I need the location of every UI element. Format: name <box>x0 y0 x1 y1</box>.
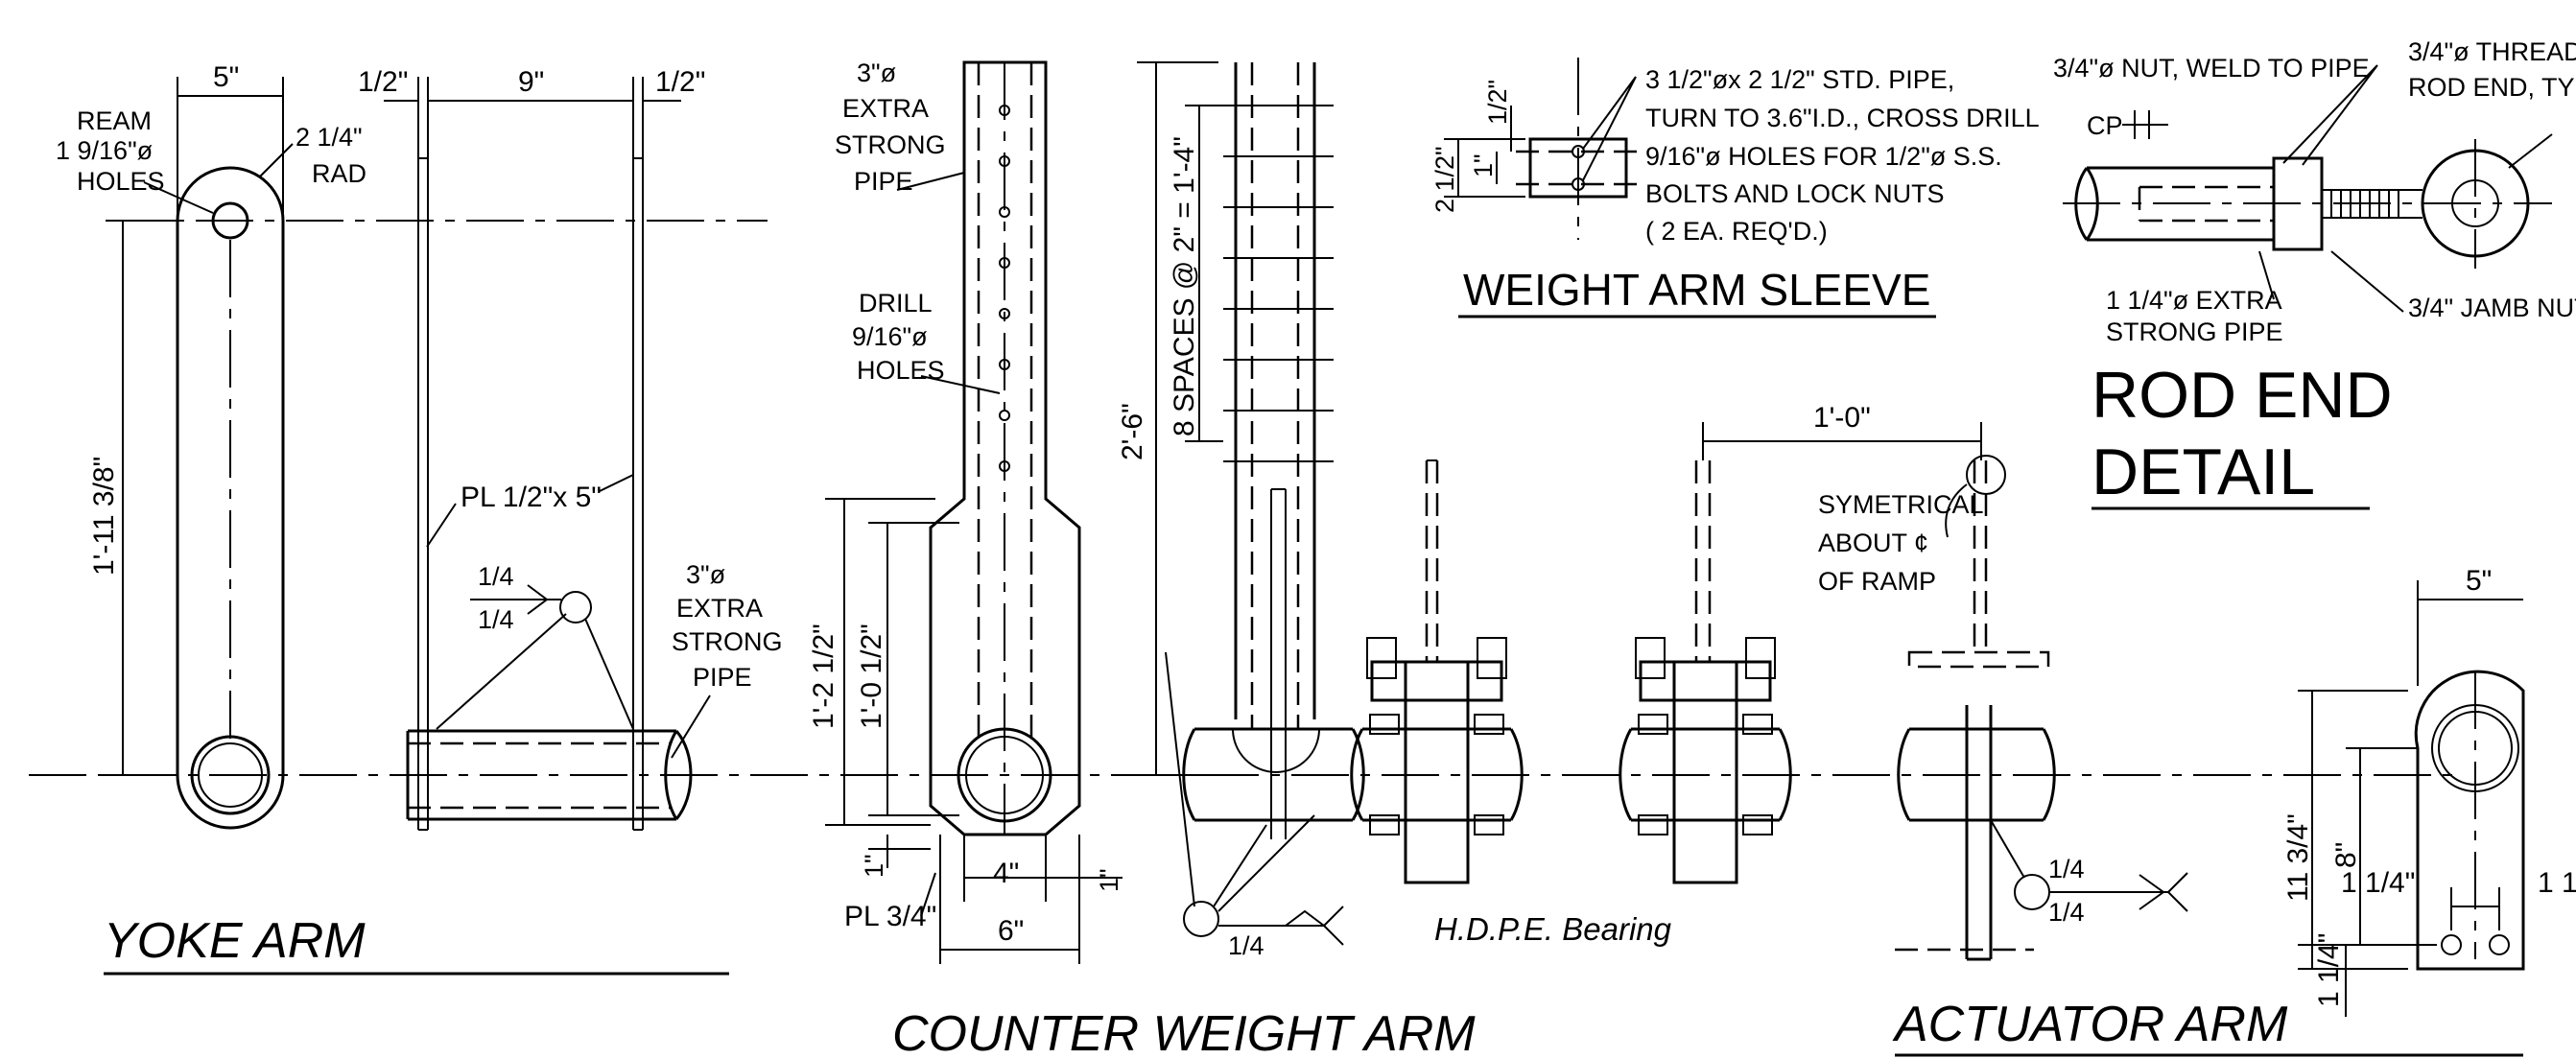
bearing-label: H.D.P.E. Bearing <box>1434 911 1672 947</box>
counter-pipe-label-2: EXTRA <box>842 94 929 123</box>
rod-end-title-1: ROD END <box>2092 359 2393 432</box>
rod-end-detail: CP 3/4"ø NUT, WELD TO PIPE 3/4"ø THREADE… <box>2053 37 2576 510</box>
yoke-half-left: 1/2" <box>358 66 408 98</box>
actuator-bar <box>1965 705 1993 961</box>
counter-drill-label-1: DRILL <box>859 289 933 318</box>
counter-spaces-label: 8 SPACES @ 2" = 1'-4" <box>1169 136 1200 436</box>
yoke-pipe-label-4: PIPE <box>693 663 752 692</box>
yoke-ream-label-1: REAM <box>77 106 152 135</box>
actuator-sym-3: OF RAMP <box>1818 567 1936 596</box>
yoke-rad-label-2: RAD <box>312 159 366 188</box>
yoke-ream-label-2: 1 9/16"ø <box>56 136 153 165</box>
sleeve-dim-2: 1" <box>1469 153 1498 177</box>
rod-end-pipe-1: 1 1/4"ø EXTRA <box>2106 286 2282 315</box>
counter-one-inch-right: 1" <box>1095 868 1123 892</box>
yoke-length-label: 1'-11 3/8" <box>88 457 120 576</box>
yoke-pipe-label-3: STRONG <box>672 627 783 656</box>
actuator-tee <box>1907 650 2050 669</box>
counter-drill-label-2: 9/16"ø <box>852 322 928 351</box>
yoke-pipe-label-2: EXTRA <box>676 594 763 623</box>
actuator-arm: 1'-0" SYMETRICAL ABOUT ¢ OF RAMP 1/4 1/4… <box>1702 402 2576 1057</box>
counter-pipe-label-4: PIPE <box>854 167 913 196</box>
yoke-arm: 5" REAM 1 9/16"ø HOLES 2 1/4" RAD 1'-11 … <box>56 61 783 976</box>
rod-end-thread-2: ROD END, TYP. <box>2408 73 2576 102</box>
sleeve-note-2: TURN TO 3.6"I.D., CROSS DRILL <box>1645 104 2040 132</box>
bearing-2-block <box>1639 660 1772 884</box>
yoke-half-right: 1/2" <box>655 66 705 98</box>
counter-one-inch: 1" <box>860 854 888 878</box>
actuator-plate <box>2414 670 2525 971</box>
actuator-height-low: 1 1/4" <box>2313 933 2345 1007</box>
counter-plate-label: PL 3/4" <box>844 901 936 932</box>
actuator-offset-1: 1 1/4" <box>2341 867 2415 899</box>
counter-total-height: 2'-6" <box>1117 403 1148 460</box>
counter-width-6: 6" <box>998 915 1024 947</box>
sleeve-note-4: BOLTS AND LOCK NUTS <box>1645 179 1945 208</box>
yoke-span-label: 9" <box>518 66 544 98</box>
weight-arm-sleeve: 2 1/2" 1" 1/2" 3 1/2"øx 2 1/2" STD. PIPE… <box>1430 58 2040 318</box>
yoke-pipe <box>406 729 693 821</box>
counter-pipe-label-1: 3"ø <box>857 59 896 87</box>
counter-weld-label: 1/4 <box>1228 931 1264 960</box>
yoke-ream-label-3: HOLES <box>77 167 165 196</box>
actuator-spacing: 1'-0" <box>1813 402 1871 434</box>
counter-side-view <box>1234 62 1316 719</box>
rod-end-title-2: DETAIL <box>2092 435 2315 508</box>
actuator-sym-1: SYMETRICAL <box>1818 490 1984 519</box>
counter-pipe-label-3: STRONG <box>835 130 946 159</box>
rod-end-nut-label: 3/4"ø NUT, WELD TO PIPE <box>2053 54 2370 82</box>
counter-drill-label-3: HOLES <box>857 356 945 385</box>
yoke-pipe-label-1: 3"ø <box>686 560 725 589</box>
rod-end-pipe-2: STRONG PIPE <box>2106 318 2283 346</box>
yoke-width-label: 5" <box>213 61 239 93</box>
bearing-assemblies: H.D.P.E. Bearing <box>1350 459 1792 947</box>
counter-height-1: 1'-2 1/2" <box>808 624 839 729</box>
rod-end-cp: CP <box>2087 111 2123 140</box>
actuator-weld-1: 1/4 <box>2048 855 2085 883</box>
actuator-weld-2: 1/4 <box>2048 898 2085 927</box>
actuator-sym-2: ABOUT ¢ <box>1818 529 1928 557</box>
bearing-1-block <box>1370 660 1503 884</box>
sleeve-note-1: 3 1/2"øx 2 1/2" STD. PIPE, <box>1645 65 1954 94</box>
rod-end-jamb: 3/4" JAMB NUT <box>2408 294 2576 322</box>
yoke-weld-1: 1/4 <box>478 562 514 591</box>
counter-title: COUNTER WEIGHT ARM <box>892 1006 1476 1059</box>
actuator-height-mid: 8" <box>2330 842 2362 868</box>
yoke-title: YOKE ARM <box>104 913 366 969</box>
sleeve-dim-1: 2 1/2" <box>1430 146 1459 213</box>
sleeve-dim-3: 1/2" <box>1483 80 1512 125</box>
yoke-weld-2: 1/4 <box>478 605 514 634</box>
rod-end-pipe <box>2074 166 2274 242</box>
sleeve-note-5: ( 2 EA. REQ'D.) <box>1645 217 1828 246</box>
sleeve-title: WEIGHT ARM SLEEVE <box>1463 265 1930 315</box>
actuator-width: 5" <box>2466 565 2492 597</box>
actuator-title: ACTUATOR ARM <box>1892 997 2288 1052</box>
counter-weight-arm: 3"ø EXTRA STRONG PIPE DRILL 9/16"ø HOLES… <box>808 59 1476 1059</box>
yoke-plate-label: PL 1/2"x 5" <box>461 482 602 513</box>
actuator-height-total: 11 3/4" <box>2282 813 2314 902</box>
counter-height-2: 1'-0 1/2" <box>856 624 887 729</box>
sleeve-note-3: 9/16"ø HOLES FOR 1/2"ø S.S. <box>1645 142 2002 171</box>
counter-width-4: 4" <box>993 858 1019 889</box>
actuator-offset-2: 1 1 <box>2538 867 2576 899</box>
yoke-plate-outline <box>176 166 285 830</box>
rod-end-thread-1: 3/4"ø THREADED <box>2408 37 2576 66</box>
yoke-rad-label-1: 2 1/4" <box>295 123 363 152</box>
